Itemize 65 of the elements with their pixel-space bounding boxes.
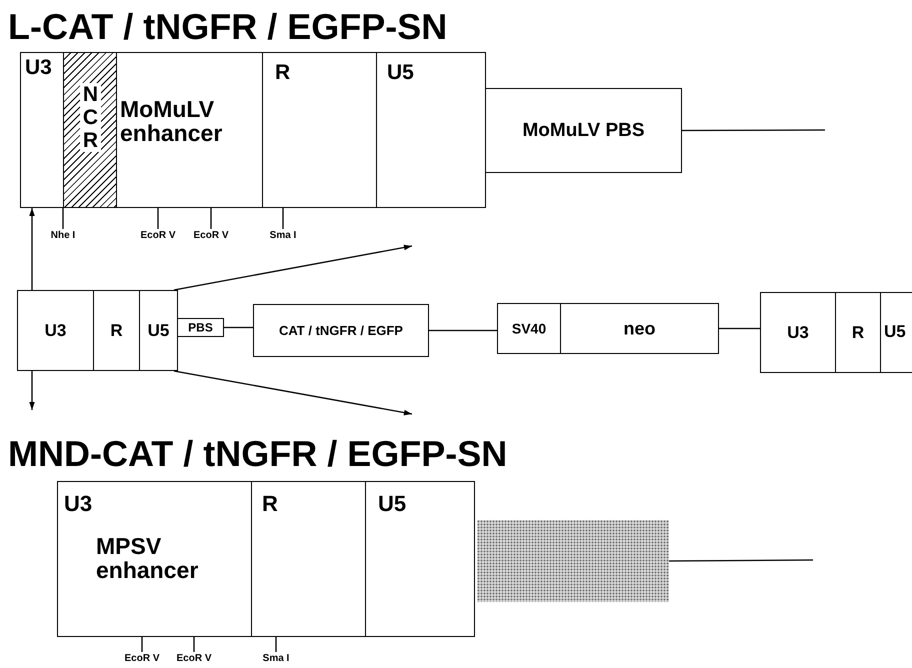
segment-box (880, 292, 912, 373)
segment-label: R (109, 322, 124, 340)
site-label: EcoR V (139, 230, 176, 241)
site-label: EcoR V (175, 653, 212, 664)
leader-line (282, 208, 284, 229)
segment-label: U5 (146, 322, 170, 340)
site-label: EcoR V (123, 653, 160, 664)
shaded-box (477, 520, 669, 602)
segment-box (93, 290, 140, 371)
segment-label: MoMuLV enhancer (120, 97, 224, 146)
connector-line (224, 326, 253, 328)
leader-line (275, 637, 277, 652)
construct-heading: MND-CAT / tNGFR / EGFP-SN (8, 433, 508, 475)
segment-label: U3 (44, 322, 68, 340)
segment-label: PBS (187, 321, 214, 334)
segment-label: R (850, 324, 866, 342)
segment-label: R (275, 62, 290, 84)
segment-label: U5 (378, 492, 406, 516)
segment-label: U3 (25, 57, 52, 80)
leader-line (157, 208, 159, 229)
segment-box (253, 304, 429, 357)
arrow (29, 371, 35, 410)
segment-box (251, 481, 366, 637)
connector-line (669, 559, 813, 562)
segment-label: neo (622, 319, 656, 338)
segment-label: CAT / tNGFR / EGFP (278, 324, 404, 338)
segment-box (17, 290, 94, 371)
segment-box (485, 88, 682, 173)
segment-box (262, 52, 377, 208)
leader-line (210, 208, 212, 229)
segment-label: NCR (80, 83, 101, 152)
site-label: EcoR V (192, 230, 230, 241)
segment-box (365, 481, 475, 637)
segment-label: SV40 (510, 321, 548, 336)
segment-label: MoMuLV PBS (521, 120, 646, 140)
arrow (29, 208, 35, 290)
segment-box (116, 52, 263, 208)
segment-box (63, 52, 117, 208)
segment-box (57, 481, 252, 637)
connector-line (682, 129, 825, 132)
site-label: Sma I (268, 230, 298, 241)
segment-box (760, 292, 836, 373)
segment-box (497, 303, 561, 354)
segment-description: MPSV enhancer (96, 534, 200, 582)
segment-label: R (262, 492, 278, 516)
site-label: Nhe I (50, 230, 76, 241)
segment-box (20, 52, 64, 208)
leader-line (141, 637, 143, 652)
site-label: Sma I (262, 653, 290, 664)
construct-heading: L-CAT / tNGFR / EGFP-SN (8, 6, 448, 48)
arrow (174, 370, 412, 416)
leader-line (62, 208, 64, 229)
segment-box (835, 292, 881, 373)
arrow (174, 244, 412, 291)
segment-label: U5 (387, 62, 414, 84)
connector-line (719, 328, 760, 330)
segment-label: U3 (786, 324, 810, 342)
segment-label: U5 (884, 323, 906, 341)
segment-box (560, 303, 719, 354)
segment-label: U3 (64, 492, 92, 516)
leader-line (193, 637, 195, 652)
segment-box (139, 290, 178, 371)
segment-box (177, 318, 224, 337)
connector-line (429, 330, 497, 332)
segment-box (376, 52, 486, 208)
